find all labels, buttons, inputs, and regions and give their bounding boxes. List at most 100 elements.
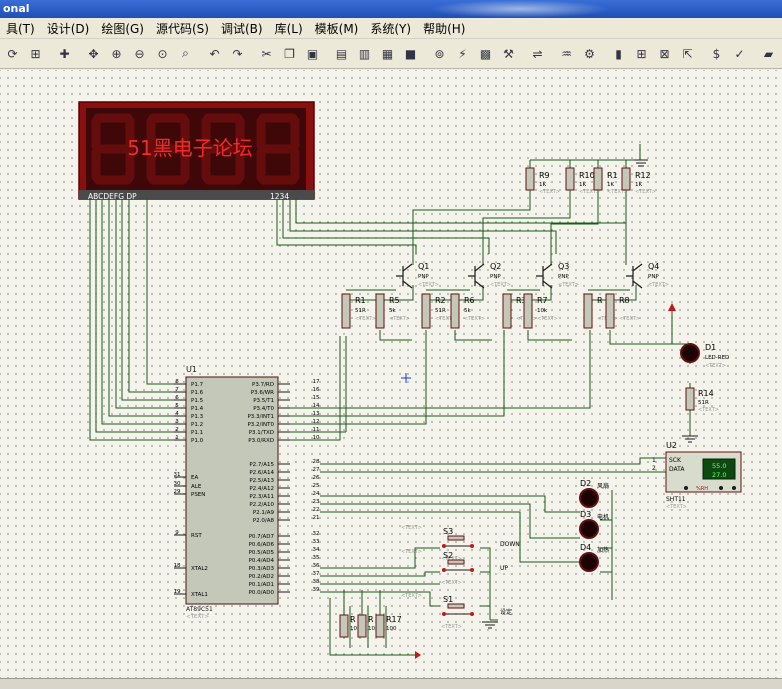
package-tool-icon[interactable]: ▩ xyxy=(479,46,492,61)
block-rotate-icon[interactable]: ▦ xyxy=(381,46,394,61)
mcu-right-pin-num: 38 xyxy=(313,579,320,585)
switch-label: DOWN xyxy=(500,541,520,548)
redo-icon[interactable]: ↷ xyxy=(232,46,243,61)
switch-group[interactable]: <TEXT>S3DOWN<TEXT><TEXT>S2UP<TEXT><TEXT>… xyxy=(401,525,520,630)
resistor-bottom-0[interactable]: R10 xyxy=(339,614,357,638)
top-resistor-group[interactable]: R91K<TEXT>R101K<TEXT>R11K<TEXT>R121K<TEX… xyxy=(525,167,656,195)
zoom-in-icon[interactable]: ⊕ xyxy=(111,46,122,61)
menu-item-4[interactable]: 调试(B) xyxy=(220,21,263,36)
sensor-sck: SCK xyxy=(669,457,682,464)
search-tag-icon[interactable]: ♒ xyxy=(561,46,572,61)
mcu-right-pin-name: P2.3/A11 xyxy=(249,494,274,500)
resistor-value: 1K xyxy=(539,182,546,188)
zoom-out-icon[interactable]: ⊖ xyxy=(134,46,145,61)
mcu-ref: U1 xyxy=(186,365,197,374)
led-d1[interactable]: D1 LED-RED <TEXT> xyxy=(680,343,729,369)
mcu-right-pin-name: P2.6/A14 xyxy=(249,470,274,476)
netlist-to-ares-icon[interactable]: ▰ xyxy=(763,46,774,61)
undo-icon[interactable]: ↶ xyxy=(209,46,220,61)
paste-icon[interactable]: ▣ xyxy=(306,46,319,61)
menu-item-1[interactable]: 设计(D) xyxy=(46,21,90,36)
resistor-text: <TEXT> xyxy=(435,316,456,322)
menu-item-6[interactable]: 模板(M) xyxy=(314,21,359,36)
design-explorer-icon[interactable]: ▮ xyxy=(615,46,622,61)
schematic[interactable]: 51黑电子论坛 ABCDEFG DP 1234 xyxy=(0,70,782,678)
make-device-icon[interactable]: ⚡ xyxy=(458,46,467,61)
grid-icon[interactable]: ⊞ xyxy=(30,46,41,61)
resistor-bottom-1[interactable]: R10 xyxy=(357,614,375,638)
d1-ref: D1 xyxy=(705,343,716,352)
title-glow xyxy=(430,0,610,18)
copy-icon[interactable]: ❐ xyxy=(284,46,295,61)
pan-icon[interactable]: ✥ xyxy=(88,46,99,61)
seven-segment-display[interactable]: 51黑电子论坛 ABCDEFG DP 1234 xyxy=(78,101,315,201)
menu-item-0[interactable]: 具(T) xyxy=(6,21,35,36)
mcu-left-pin-name: P1.4 xyxy=(191,406,204,412)
decompose-icon[interactable]: ⚒ xyxy=(503,46,514,61)
origin-icon[interactable]: ✚ xyxy=(59,46,70,61)
zoom-all-icon[interactable]: ⊙ xyxy=(157,46,168,61)
menu-item-3[interactable]: 源代码(S) xyxy=(155,21,209,36)
menu-item-2[interactable]: 绘图(G) xyxy=(101,21,144,36)
mcu-right-pin-name: P0.2/AD2 xyxy=(249,574,274,580)
resistor-mid-7[interactable]: R8<TEXT> xyxy=(605,293,640,329)
mcu-right-pin-num: 32 xyxy=(313,531,320,537)
block-copy-icon[interactable]: ▤ xyxy=(335,46,348,61)
mcu-right-pin-name: P3.7/RD xyxy=(252,382,274,388)
bill-of-materials-icon[interactable]: $ xyxy=(712,46,721,61)
mcu-right-pin-name: P0.6/AD6 xyxy=(249,542,275,548)
resistor-r14[interactable]: R14 51R <TEXT> xyxy=(685,387,719,413)
switch-ref: S3 xyxy=(443,527,453,536)
mcu-left-pin-name: XTAL1 xyxy=(191,592,208,598)
wire-autoroute-icon[interactable]: ⇌ xyxy=(532,46,543,61)
menu-item-5[interactable]: 库(L) xyxy=(274,21,303,36)
mcu-left-pin-name: P1.2 xyxy=(191,422,203,428)
zoom-area-icon[interactable]: ⌕ xyxy=(182,46,189,60)
sensor-sht11[interactable]: U2 SCK DATA 1 2 55.0 27.0 %RH SHT11 <TEX… xyxy=(652,441,742,510)
cut-icon[interactable]: ✂ xyxy=(261,46,272,61)
exit-parent-icon[interactable]: ⇱ xyxy=(682,46,693,61)
remove-sheet-icon[interactable]: ⊠ xyxy=(659,46,670,61)
mcu-right-pin-num: 17 xyxy=(313,379,320,385)
schematic-canvas[interactable]: 51黑电子论坛 ABCDEFG DP 1234 xyxy=(0,70,782,678)
refresh-icon[interactable]: ⟳ xyxy=(7,46,18,61)
menu-item-7[interactable]: 系统(Y) xyxy=(370,21,412,36)
block-delete-icon[interactable]: ■ xyxy=(404,46,417,61)
electrical-check-icon[interactable]: ✓ xyxy=(734,46,745,61)
toolbar: ⟳ ⊞ ✚ ✥ ⊕ ⊖ ⊙ ⌕ ↶ ↷ ✂ ❐ ▣ ▤ ▥ ▦ ■ ⊚ ⚡ ▩ ⚒ ⇌ ♒ ⚙ ▮ ⊞ ⊠ ⇱ $ ✓ ▰ xyxy=(0,39,782,69)
new-sheet-icon[interactable]: ⊞ xyxy=(636,46,647,61)
ground-symbols xyxy=(482,159,698,629)
block-move-icon[interactable]: ▥ xyxy=(358,46,371,61)
transistor-type: PNP xyxy=(418,274,429,280)
pick-device-icon[interactable]: ⊚ xyxy=(434,46,445,61)
property-tool-icon[interactable]: ⚙ xyxy=(584,46,595,61)
resistor-text: <TEXT> xyxy=(355,316,376,322)
menu-item-8[interactable]: 帮助(H) xyxy=(423,21,466,36)
mcu-right-pin-num: 34 xyxy=(313,547,320,553)
